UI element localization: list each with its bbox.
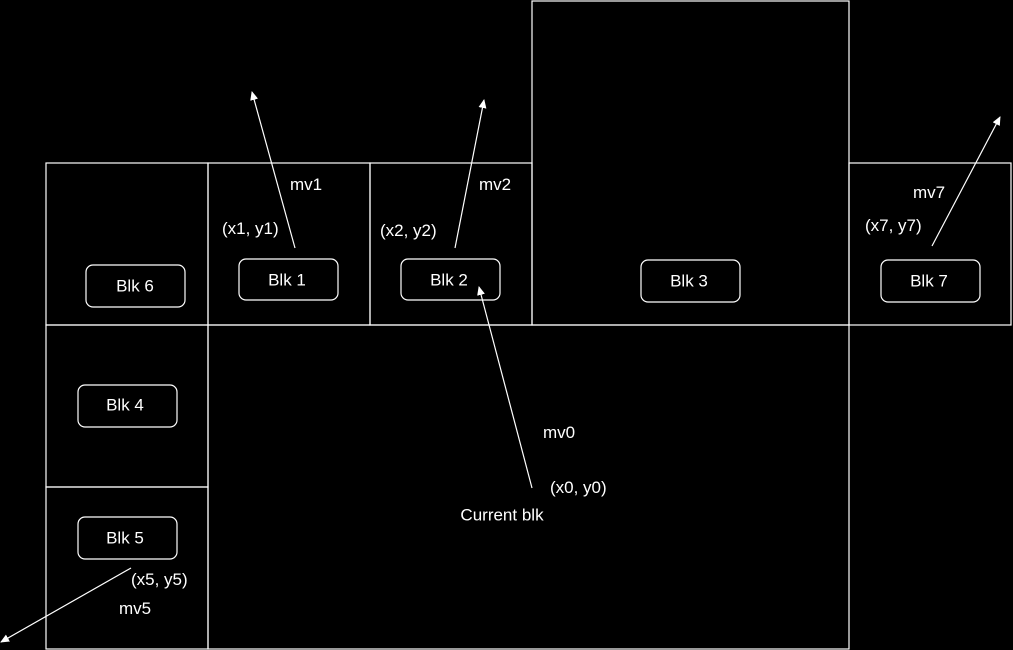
block-1-cell <box>207 162 371 326</box>
mv0-label: mv0 <box>543 423 575 442</box>
block-6-label: Blk 6 <box>116 276 154 295</box>
point-1-label: (x1, y1) <box>222 219 279 238</box>
block-4-label: Blk 4 <box>106 395 144 414</box>
block-5-cell <box>45 486 209 650</box>
block-7-cell <box>848 162 1012 326</box>
block-6-label-box <box>85 264 186 308</box>
mv2-label: mv2 <box>479 175 511 194</box>
mv7-label: mv7 <box>913 183 945 202</box>
current-block-label: Current blk <box>460 505 544 524</box>
block-5-label: Blk 5 <box>106 528 144 547</box>
mv5-arrow <box>0 567 132 643</box>
point-0-label: (x0, y0) <box>550 478 607 497</box>
point-2-label: (x2, y2) <box>380 221 437 240</box>
mv2-arrow <box>454 99 487 249</box>
block-3-label: Blk 3 <box>670 271 708 290</box>
mv0-arrow <box>477 286 533 489</box>
mv7-arrow <box>931 116 1001 247</box>
block-1-label: Blk 1 <box>268 270 306 289</box>
point-7-label: (x7, y7) <box>865 216 922 235</box>
block-7-label-box <box>880 259 981 303</box>
point-5-label: (x5, y5) <box>131 570 188 589</box>
mv5-label: mv5 <box>119 599 151 618</box>
block-1-label-box <box>238 258 339 301</box>
block-5-label-box <box>77 516 178 560</box>
block-3-label-box <box>640 259 741 303</box>
block-2-label: Blk 2 <box>430 270 468 289</box>
block-7-label: Blk 7 <box>910 271 948 290</box>
mv1-label: mv1 <box>290 175 322 194</box>
block-4-label-box <box>77 384 178 428</box>
current-block-cell <box>207 324 850 650</box>
block-2-label-box <box>400 258 501 301</box>
mv1-arrow <box>250 91 296 249</box>
